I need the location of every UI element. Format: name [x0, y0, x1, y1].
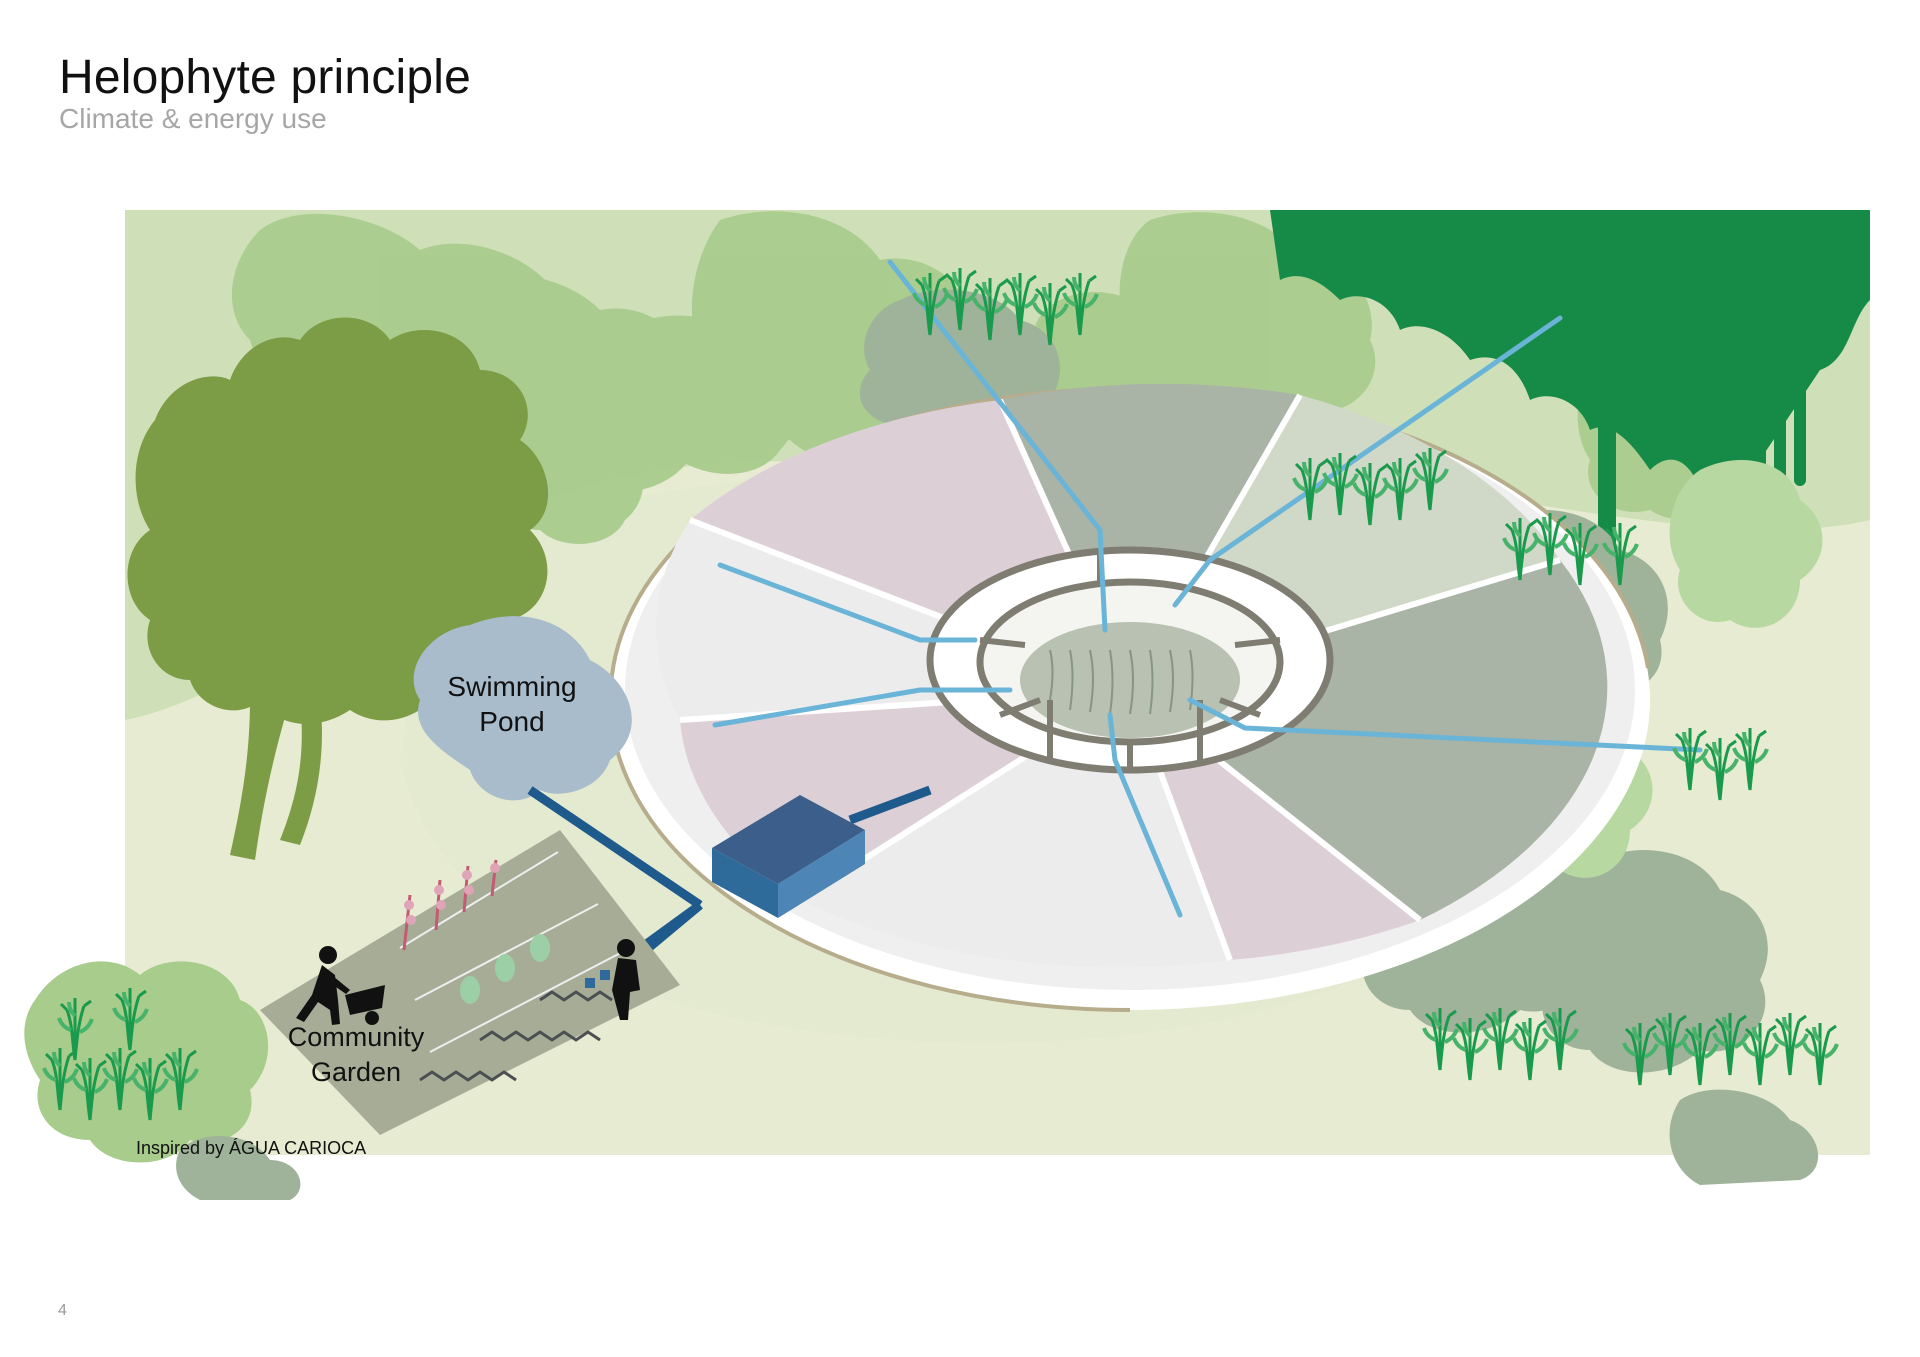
garden-label-line2: Garden: [311, 1057, 401, 1087]
helophyte-filter: [608, 383, 1650, 1012]
page-subtitle: Climate & energy use: [59, 103, 327, 134]
left-reed-shrubs: [24, 961, 301, 1200]
distribution-pipes: [712, 259, 1703, 918]
swimming-pond: [413, 616, 632, 801]
collection-tank: [712, 795, 865, 918]
pond-label-line1: Swimming: [447, 671, 576, 702]
dark-canopy: [1270, 210, 1870, 490]
right-reed-shrubs: [1669, 1089, 1819, 1185]
page-title: Helophyte principle: [59, 51, 472, 104]
community-garden: [260, 830, 680, 1135]
page-number: 4: [58, 1302, 67, 1319]
wheelbarrow-icon: [345, 985, 385, 1025]
pond-label-line2: Pond: [479, 706, 544, 737]
garden-label-line1: Community: [288, 1022, 425, 1052]
tree-icon: [127, 317, 549, 860]
gardener-silhouette-icon: [296, 939, 640, 1025]
credit-note: Inspired by ÁGUA CARIOCA: [136, 1138, 366, 1158]
